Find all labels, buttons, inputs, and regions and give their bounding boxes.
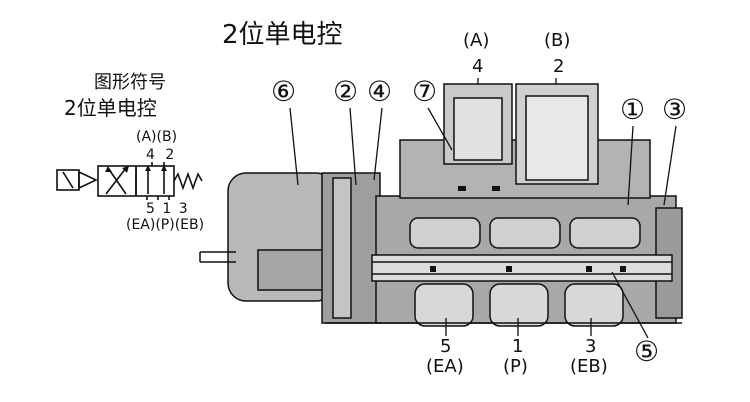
port-p-label: (P) — [503, 356, 528, 377]
symbol-bottom-ports: (EA)(P)(EB) — [126, 217, 205, 233]
symbol-bottom-numbers: 5 1 3 — [146, 201, 188, 217]
callout-6: ⑥ — [271, 75, 297, 108]
callout-2: ② — [333, 75, 359, 108]
port-eb-label: (EB) — [570, 356, 608, 377]
port-5-chamber — [414, 283, 474, 327]
port-3-number: 3 — [585, 336, 597, 357]
port-5-number: 5 — [440, 336, 452, 357]
spool-bore — [371, 254, 673, 282]
diagram-title: 2位单电控 — [222, 20, 343, 50]
port-b-label: (B) — [544, 30, 571, 51]
callout-5: ⑤ — [634, 335, 660, 368]
port-4-number: 4 — [472, 56, 484, 77]
port-a-label: (A) — [463, 30, 490, 51]
symbol-top-ports: (A)(B) — [136, 129, 178, 145]
port-3-chamber — [564, 283, 624, 327]
callout-7: ⑦ — [412, 75, 438, 108]
return-spring — [173, 171, 203, 191]
port-2-number: 2 — [553, 56, 565, 77]
symbol-subheading: 2位单电控 — [64, 96, 157, 120]
port-1-number: 1 — [512, 336, 524, 357]
port-1-chamber — [489, 283, 549, 327]
port-ea-label: (EA) — [426, 356, 464, 377]
symbol-heading: 图形符号 — [94, 72, 166, 93]
actuator-triangle — [78, 170, 98, 190]
callout-3: ③ — [662, 93, 688, 126]
callout-1: ① — [620, 93, 646, 126]
callout-4: ④ — [367, 75, 393, 108]
symbol-top-numbers: 4 2 — [146, 147, 175, 163]
